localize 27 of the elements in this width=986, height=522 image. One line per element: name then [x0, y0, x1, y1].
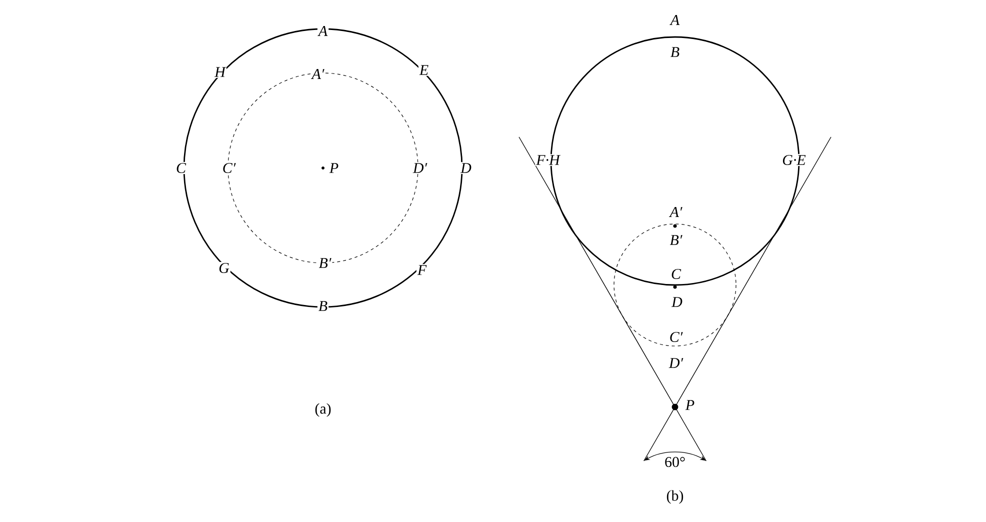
point-label: H — [214, 66, 226, 78]
point-label: B — [670, 47, 680, 57]
figure-label: (b) — [666, 490, 684, 504]
point-label: A — [670, 15, 680, 25]
point-label: D — [671, 297, 682, 307]
point-label: P — [329, 163, 338, 173]
point-label: C′ — [670, 332, 683, 342]
point-label: F — [416, 264, 428, 276]
angle-label: 60° — [665, 456, 685, 468]
point-label: D′ — [668, 358, 684, 368]
point-label: C — [175, 162, 187, 174]
point-label: D — [460, 162, 472, 174]
point-label: C′ — [221, 162, 237, 174]
point-label: P — [685, 400, 694, 410]
point-label: A′ — [310, 68, 326, 80]
figure-label: (a) — [315, 403, 331, 417]
point-label: B′ — [670, 235, 682, 245]
point-label: C — [672, 268, 682, 280]
point-label: A′ — [668, 207, 682, 217]
point-label: A — [317, 25, 329, 37]
point-label: E — [418, 64, 430, 76]
point-label: B — [317, 300, 329, 312]
point-label: D′ — [412, 162, 428, 174]
point-label: G — [218, 262, 230, 274]
point-label: F·H — [535, 154, 561, 166]
point-label: B′ — [318, 257, 332, 269]
point-label: G·E — [781, 154, 807, 166]
